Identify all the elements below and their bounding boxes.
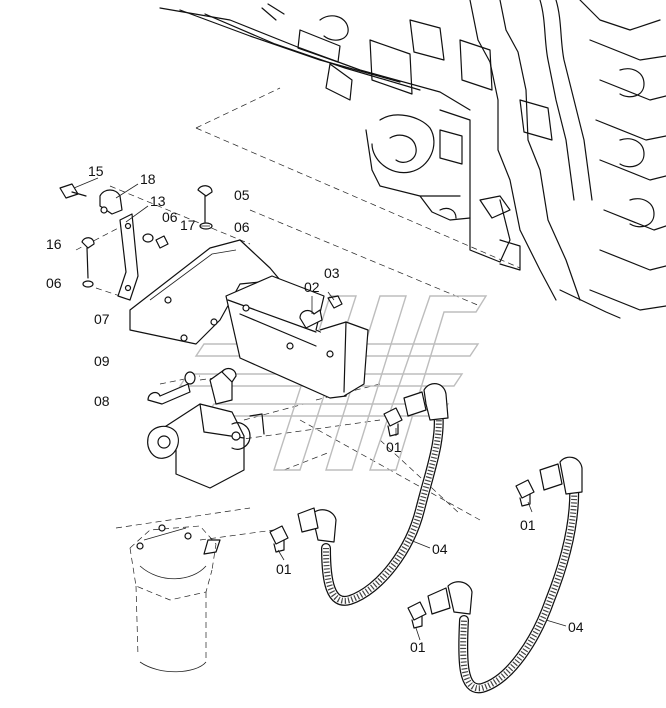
bolt-15 bbox=[59, 183, 87, 199]
engine-block bbox=[159, 0, 666, 319]
label-13: 13 bbox=[150, 193, 166, 209]
label-18: 18 bbox=[140, 171, 156, 187]
bolt-02 bbox=[299, 309, 323, 329]
cover-05 bbox=[225, 275, 369, 399]
fitting-01-bottom bbox=[407, 601, 427, 629]
washer-06-bracket bbox=[142, 233, 169, 249]
label-04-right: 04 bbox=[568, 619, 584, 635]
bolt-17 bbox=[197, 185, 213, 230]
label-08: 08 bbox=[94, 393, 110, 409]
washer-09 bbox=[184, 371, 196, 385]
filter-cartridge bbox=[129, 524, 221, 673]
label-01-bottom: 01 bbox=[410, 639, 426, 655]
label-17: 17 bbox=[180, 217, 196, 233]
label-16: 16 bbox=[46, 236, 62, 252]
label-01-left: 01 bbox=[276, 561, 292, 577]
callouts: 15 18 13 17 05 06 06 16 06 07 02 03 09 0… bbox=[46, 163, 584, 655]
label-01-top: 01 bbox=[386, 439, 402, 455]
label-07: 07 bbox=[94, 311, 110, 327]
fitting-01-top bbox=[383, 407, 403, 437]
label-06-bracket: 06 bbox=[162, 209, 178, 225]
nut-03 bbox=[327, 295, 343, 309]
bracket-13 bbox=[117, 213, 139, 301]
label-05: 05 bbox=[234, 187, 250, 203]
watermark-logo bbox=[178, 295, 488, 471]
label-06-bolt: 06 bbox=[234, 219, 250, 235]
label-02: 02 bbox=[304, 279, 320, 295]
fitting-01-left bbox=[269, 525, 289, 553]
clip-18 bbox=[99, 189, 123, 215]
label-06-left: 06 bbox=[46, 275, 62, 291]
label-15: 15 bbox=[88, 163, 104, 179]
bolt-16 bbox=[81, 237, 95, 288]
label-09: 09 bbox=[94, 353, 110, 369]
filter-head bbox=[147, 367, 265, 489]
label-04-center: 04 bbox=[432, 541, 448, 557]
hose-04-center bbox=[297, 383, 449, 606]
fitting-01-right bbox=[515, 479, 535, 507]
label-leaders bbox=[73, 177, 567, 641]
label-01-right: 01 bbox=[520, 517, 536, 533]
hose-04-right bbox=[427, 456, 583, 694]
label-03: 03 bbox=[324, 265, 340, 281]
bolt-08 bbox=[147, 383, 191, 405]
